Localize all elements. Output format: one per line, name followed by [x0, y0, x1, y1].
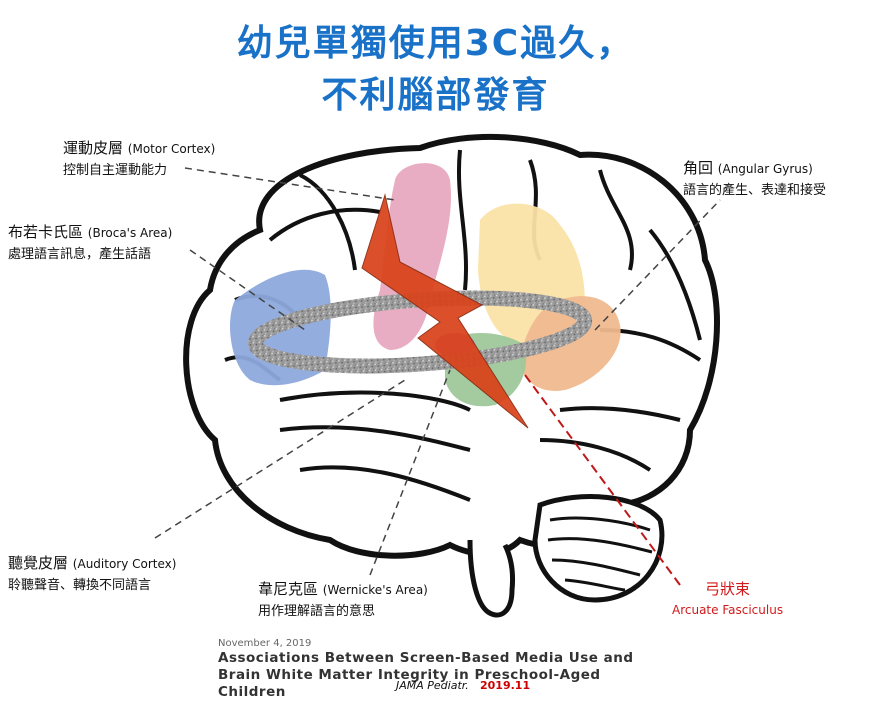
brocas-area-zh: 布若卡氏區 — [8, 223, 84, 241]
citation-block: November 4, 2019 Associations Between Sc… — [218, 638, 634, 700]
angular-gyrus-zh: 角回 — [683, 159, 714, 177]
publication-year: 2019.11 — [480, 679, 531, 692]
brocas-area-en: (Broca's Area) — [87, 226, 173, 240]
wernickes-area-zh: 韋尼克區 — [258, 580, 319, 598]
wernickes-area-en: (Wernicke's Area) — [322, 583, 428, 597]
arcuate-band-region — [520, 296, 621, 391]
motor-cortex-zh: 運動皮層 — [63, 139, 124, 157]
auditory-cortex-en: (Auditory Cortex) — [72, 557, 177, 571]
motor-cortex-desc: 控制自主運動能力 — [63, 163, 168, 178]
angular-gyrus-label: 角回 (Angular Gyrus) 語言的產生、表達和接受 — [683, 158, 826, 201]
lightning-bolt-icon — [361, 193, 529, 429]
citation-title-line-1: Associations Between Screen-Based Media … — [218, 650, 634, 666]
citation-title-line-3: Children — [218, 684, 286, 700]
arcuate-fasciculus-label: 弓狀束 Arcuate Fasciculus — [672, 579, 783, 620]
motor-cortex-label: 運動皮層 (Motor Cortex) 控制自主運動能力 — [63, 138, 215, 181]
arcuate-leader-line — [524, 374, 681, 586]
arcuate-fasciculus-en: Arcuate Fasciculus — [672, 603, 784, 617]
brainstem — [467, 539, 515, 618]
arcuate-fasciculus-zh: 弓狀束 — [705, 580, 751, 598]
angular-gyrus-desc: 語言的產生、表達和接受 — [683, 183, 827, 198]
auditory-cortex-desc: 聆聽聲音、轉換不同語言 — [8, 578, 152, 593]
journal-name: JAMA Pediatr. — [396, 679, 469, 692]
motor-cortex-en: (Motor Cortex) — [127, 142, 216, 156]
wernickes-area-label: 韋尼克區 (Wernicke's Area) 用作理解語言的意思 — [258, 579, 428, 622]
leader-lines — [154, 167, 721, 576]
auditory-cortex-label: 聽覺皮層 (Auditory Cortex) 聆聽聲音、轉換不同語言 — [8, 553, 176, 596]
brocas-area-desc: 處理語言訊息，產生話語 — [8, 247, 152, 262]
auditory-cortex-zh: 聽覺皮層 — [8, 554, 69, 572]
title-line-2: 不利腦部發育 — [321, 75, 550, 116]
cerebellum — [532, 494, 665, 603]
angular-gyrus-en: (Angular Gyrus) — [717, 162, 813, 176]
wernickes-area-desc: 用作理解語言的意思 — [258, 604, 376, 619]
title-line-1: 幼兒單獨使用3C過久， — [236, 23, 635, 64]
citation-title-line-2: Brain White Matter Integrity in Preschoo… — [218, 667, 601, 683]
brocas-area-label: 布若卡氏區 (Broca's Area) 處理語言訊息，產生話語 — [8, 222, 172, 265]
citation-date: November 4, 2019 — [218, 638, 312, 649]
